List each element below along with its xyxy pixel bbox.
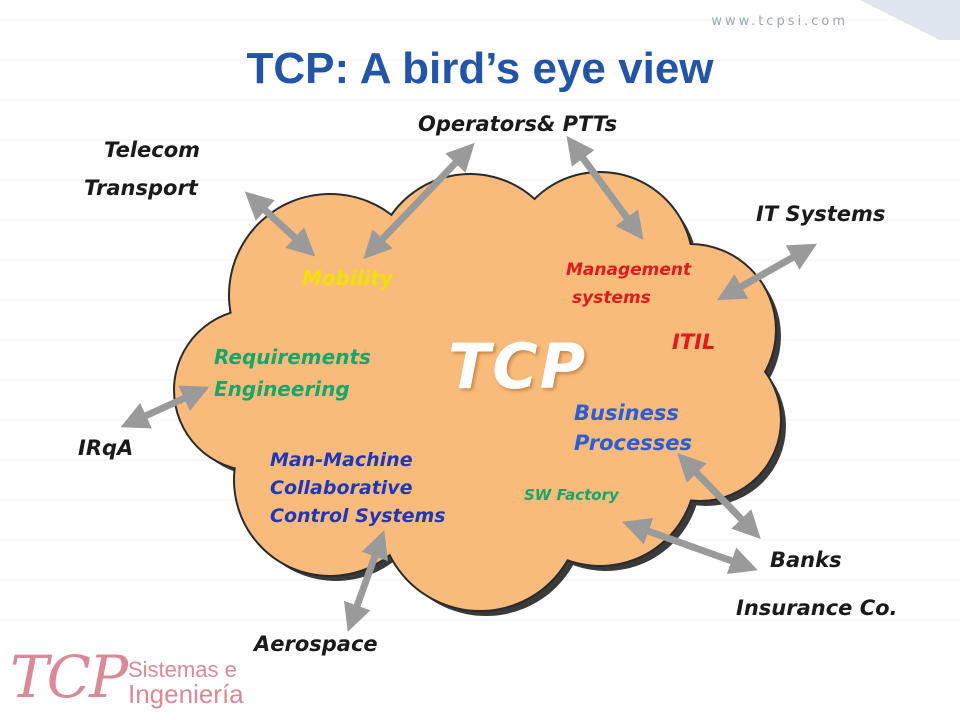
label-itil: ITIL	[672, 330, 716, 354]
double-arrow-icon	[566, 135, 644, 241]
label-sw-factory: SW Factory	[524, 486, 619, 504]
double-arrow-icon	[622, 517, 758, 575]
label-operators: Operators& PTTs	[418, 112, 618, 136]
tcp-center-label: TCP	[448, 330, 588, 403]
label-insurance: Insurance Co.	[736, 596, 898, 620]
double-arrow-icon	[244, 191, 316, 257]
website-url: www.tcpsi.com	[711, 14, 848, 29]
label-transport: Transport	[84, 176, 198, 200]
label-systems: systems	[572, 288, 651, 308]
label-it-systems: IT Systems	[756, 202, 886, 226]
tcp-logo-icon: TCP Sistemas e Ingeniería	[10, 643, 244, 711]
label-control-systems: Control Systems	[270, 505, 446, 527]
label-telecom: Telecom	[104, 138, 201, 162]
label-requirements: Requirements	[214, 345, 371, 369]
logo-line2: Ingeniería	[128, 679, 244, 709]
page-title: TCP: A bird’s eye view	[246, 44, 714, 93]
double-arrow-icon	[120, 385, 210, 429]
label-business: Business	[574, 401, 679, 425]
label-banks: Banks	[770, 548, 842, 572]
logo-text: Sistemas e Ingeniería	[128, 657, 244, 709]
label-mobility: Mobility	[302, 266, 394, 290]
label-irqa: IRqA	[78, 436, 134, 460]
label-collaborative: Collaborative	[270, 477, 413, 499]
label-man-machine: Man-Machine	[270, 449, 413, 471]
label-management: Management	[566, 260, 692, 280]
logo-mark: TCP	[10, 643, 128, 711]
double-arrow-icon	[363, 142, 475, 260]
double-arrow-icon	[344, 530, 388, 632]
logo-line1: Sistemas e	[128, 657, 237, 682]
label-engineering: Engineering	[214, 377, 350, 401]
label-processes: Processes	[574, 431, 692, 455]
double-arrow-icon	[717, 243, 817, 301]
label-aerospace: Aerospace	[254, 632, 378, 656]
